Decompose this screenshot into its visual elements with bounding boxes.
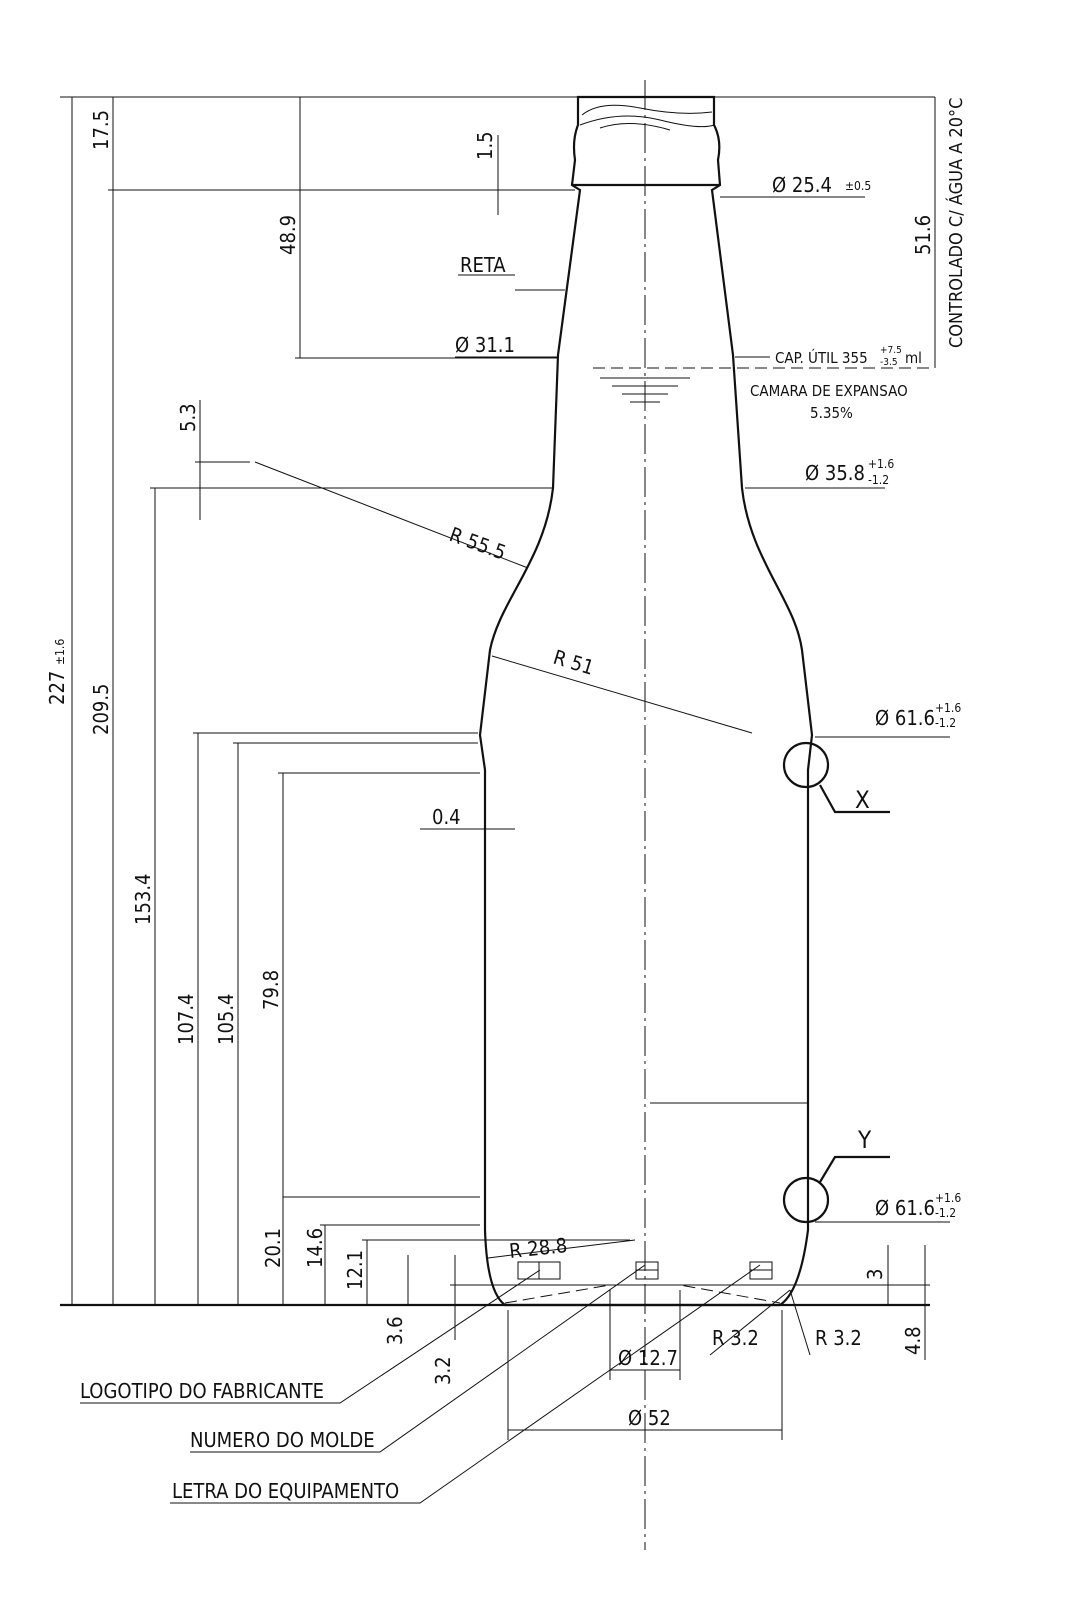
- vertical-dimension-lines: [71, 97, 936, 1360]
- dim-neck: 48.9: [276, 215, 300, 255]
- dim-105: 105.4: [214, 994, 238, 1046]
- radius-55: R 55.5: [446, 522, 509, 564]
- cap-unit: ml: [905, 349, 922, 367]
- cap-tol-dn: -3.5: [880, 357, 898, 368]
- dim-209: 209.5: [89, 684, 113, 736]
- radius-51: R 51: [551, 645, 597, 680]
- dia-25: Ø 25.4: [772, 173, 832, 197]
- dia-52: Ø 52: [628, 1406, 671, 1430]
- dim-finish: 17.5: [89, 110, 113, 150]
- thread-lines: [579, 104, 715, 131]
- dia-61-lower-tol-up: +1.6: [935, 1191, 961, 1205]
- dim-1-5: 1.5: [473, 131, 497, 160]
- dia-35-tol-dn: -1.2: [868, 473, 889, 487]
- cavity-mark-boxes: [517, 1261, 773, 1280]
- detail-x-circle: [782, 741, 830, 789]
- diameter-leaders: [80, 196, 950, 1504]
- dim-107: 107.4: [174, 994, 198, 1046]
- dia-25-tol: ±0.5: [845, 179, 871, 193]
- dim-total-height-tol: ±1.6: [53, 639, 67, 665]
- dia-61-tol-dn: -1.2: [935, 716, 956, 730]
- dim-4-8: 4.8: [901, 1326, 925, 1355]
- dim-5-3: 5.3: [176, 403, 200, 432]
- radius-3-right: R 3.2: [815, 1326, 862, 1350]
- dia-61-lower: Ø 61.6: [875, 1196, 935, 1220]
- dim-14: 14.6: [303, 1228, 327, 1268]
- detail-x-leader: [819, 784, 890, 814]
- dia-61-upper: Ø 61.6: [875, 706, 935, 730]
- expansion-pct: 5.35%: [810, 404, 853, 422]
- radius-28: R 28.8: [508, 1233, 568, 1263]
- detail-y-leader: [819, 1155, 890, 1183]
- bottle-outline: [478, 95, 814, 1307]
- detail-x-label: X: [855, 786, 870, 814]
- dia-35-tol-up: +1.6: [868, 457, 894, 471]
- controlled-note: CONTROLADO C/ ÁGUA A 20°C: [945, 98, 967, 348]
- detail-y-circle: [782, 1176, 830, 1224]
- equipment-letter-label: LETRA DO EQUIPAMENTO: [172, 1479, 399, 1503]
- dim-fill-height: 51.6: [911, 215, 935, 255]
- detail-y-label: Y: [857, 1126, 872, 1154]
- dim-0-4: 0.4: [432, 805, 461, 829]
- dim-3-6: 3.6: [383, 1316, 407, 1345]
- dia-12: Ø 12.7: [618, 1346, 678, 1370]
- mold-number-label: NUMERO DO MOLDE: [190, 1428, 375, 1452]
- dia-61-tol-up: +1.6: [935, 701, 961, 715]
- dim-153: 153.4: [131, 874, 155, 926]
- radius-3-left: R 3.2: [712, 1326, 759, 1350]
- expansion-chamber: CAMARA DE EXPANSAO: [750, 382, 908, 400]
- dim-3: 3: [863, 1269, 887, 1280]
- dim-20: 20.1: [261, 1228, 285, 1268]
- dia-35: Ø 35.8: [805, 461, 865, 485]
- straight-label: RETA: [460, 253, 506, 277]
- capacity: CAP. ÚTIL 355: [775, 348, 868, 367]
- dia-31: Ø 31.1: [455, 333, 515, 357]
- dim-3-2: 3.2: [431, 1356, 455, 1385]
- dia-61-lower-tol-dn: -1.2: [935, 1206, 956, 1220]
- dim-total-height: 227: [45, 671, 69, 705]
- cap-tol-up: +7.5: [880, 345, 902, 356]
- dim-79: 79.8: [259, 970, 283, 1010]
- manufacturer-logo-label: LOGOTIPO DO FABRICANTE: [80, 1379, 324, 1403]
- base-push-up: [504, 1284, 781, 1304]
- dim-12: 12.1: [343, 1250, 367, 1290]
